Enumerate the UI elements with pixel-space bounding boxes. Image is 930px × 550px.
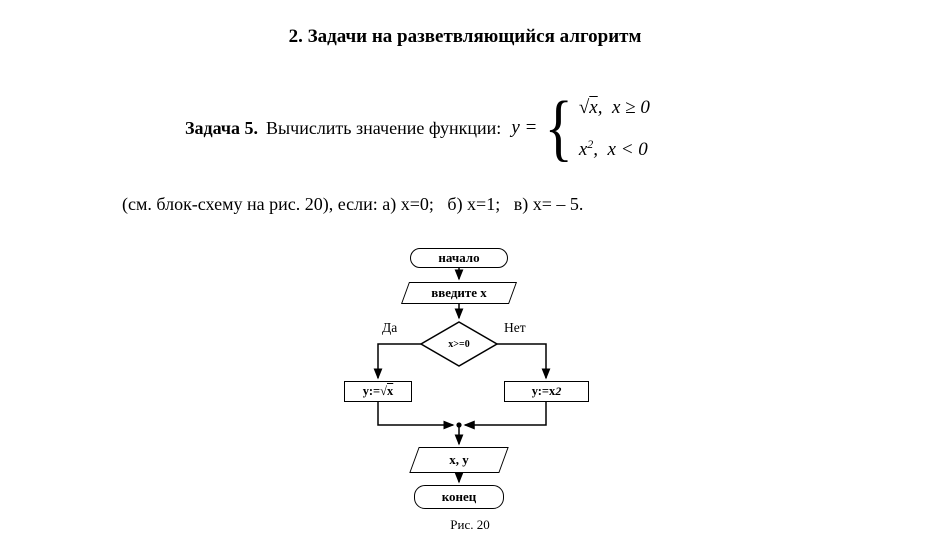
flowchart-connectors: [373, 268, 551, 484]
sqrt-icon: √: [380, 384, 387, 398]
process-sqrt-radicand: х: [387, 384, 394, 398]
conditions-text: (см. блок-схему на рис. 20), если: а) х=…: [122, 194, 584, 214]
output-label: х, у: [449, 452, 469, 467]
output-parallelogram: х, у: [409, 447, 509, 473]
case-2-base: x: [578, 138, 588, 160]
end-label: конец: [441, 489, 477, 504]
radicand: x: [589, 96, 598, 118]
piecewise-brace: {: [544, 87, 574, 169]
piecewise-function: { √x, x ≥ 0 x2, x < 0: [541, 88, 650, 168]
task-statement: Задача 5. Вычислить значение функции: y …: [185, 82, 650, 174]
task-intro: Вычислить значение функции:: [266, 117, 502, 138]
input-label: введите х: [431, 285, 487, 300]
process-sqrt-prefix: у:=: [362, 384, 381, 398]
case-2-condition: , x < 0: [593, 138, 648, 160]
formula-lhs: y =: [511, 117, 538, 138]
case-2-exponent: 2: [587, 136, 594, 151]
piecewise-case-2: x2, x < 0: [579, 126, 650, 168]
branch-label-no: Нет: [502, 320, 528, 336]
start-label: начало: [438, 250, 480, 265]
decision-label: х>=0: [448, 338, 470, 350]
connector-yes-branch: [373, 343, 421, 380]
process-square-base: у:=х: [531, 384, 556, 398]
process-square-exponent: 2: [555, 384, 562, 398]
task-label: Задача 5.: [185, 117, 259, 138]
figure-caption: Рис. 20: [450, 517, 490, 532]
page-title: 2. Задачи на разветвляющийся алгоритм: [288, 26, 642, 47]
piecewise-case-1: √x, x ≥ 0: [579, 89, 650, 126]
case-1-condition: , x ≥ 0: [597, 96, 650, 118]
connector-right-merge: [463, 402, 547, 430]
connector-left-merge: [377, 402, 455, 430]
piecewise-cases: √x, x ≥ 0 x2, x < 0: [579, 89, 650, 168]
decision-diamond-shape: [419, 321, 499, 367]
process-sqrt-box: у:= √х: [344, 381, 412, 402]
flowchart-figure: начало введите х х>=0 Да Нет у:= √х у:=х…: [330, 243, 610, 543]
connector-no-branch: [497, 343, 551, 380]
end-terminator: конец: [414, 485, 504, 509]
input-parallelogram: введите х: [400, 282, 518, 304]
start-terminator: начало: [410, 248, 508, 268]
merge-junction-dot: [456, 422, 462, 428]
sqrt-symbol: √: [578, 96, 590, 118]
branch-label-yes: Да: [380, 320, 400, 336]
